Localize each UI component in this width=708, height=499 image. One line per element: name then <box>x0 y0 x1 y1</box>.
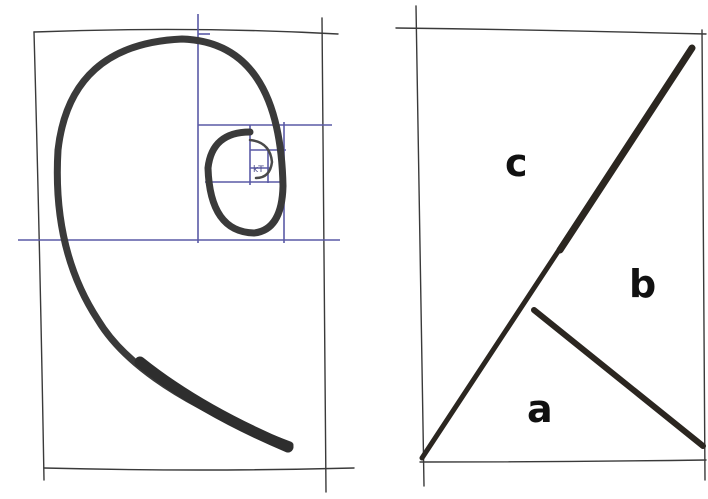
spiral-frame-top <box>34 29 338 34</box>
golden-spiral-tail <box>140 362 288 447</box>
secondary-stroke-tip <box>534 310 560 330</box>
spiral-panel: kT <box>18 14 354 492</box>
region-label-a: a <box>527 387 553 431</box>
spiral-frame-right <box>322 18 326 492</box>
region-label-c: c <box>505 141 528 185</box>
ratio-panel: c b a <box>396 6 706 486</box>
ratio-frame-left <box>416 6 424 486</box>
spiral-center-label: kT <box>253 165 264 175</box>
ratio-frame-bottom <box>420 460 706 462</box>
region-label-b: b <box>629 262 656 306</box>
golden-guides <box>18 14 340 243</box>
ratio-frame-right <box>702 30 705 480</box>
ratio-frame-top <box>396 28 706 34</box>
spiral-frame-left <box>34 32 44 480</box>
diagonal-stroke-taper <box>560 48 692 250</box>
spiral-frame-bottom <box>44 468 354 470</box>
